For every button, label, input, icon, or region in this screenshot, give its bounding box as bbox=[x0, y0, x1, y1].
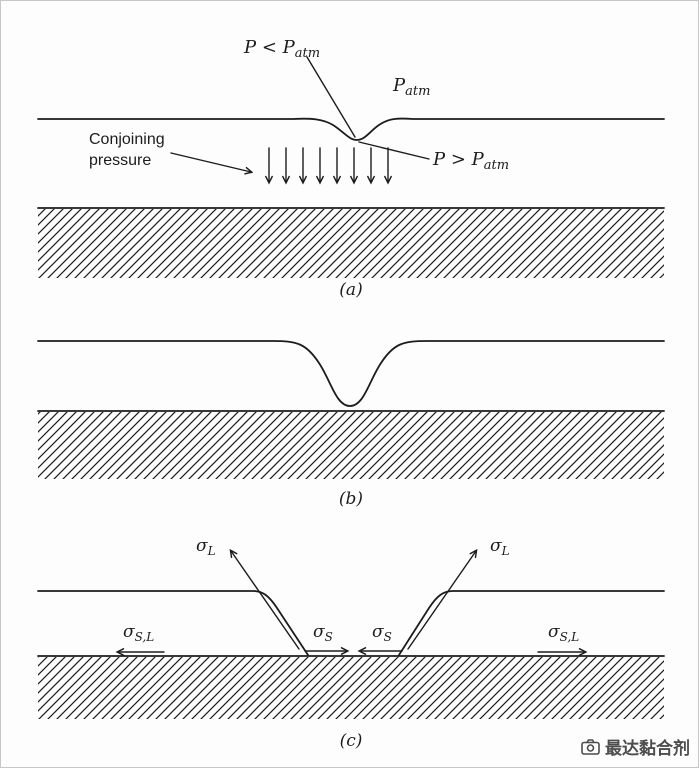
substrate-hatch bbox=[38, 209, 664, 278]
label-p-greater-than-patm: P > Patm bbox=[432, 149, 509, 173]
label-conjoining-line1: Conjoining bbox=[89, 131, 165, 148]
caption-b: (b) bbox=[339, 489, 363, 509]
substrate-c bbox=[37, 655, 665, 719]
sigma-l-arrow-left bbox=[231, 551, 300, 650]
label-p-atm: Patm bbox=[392, 75, 430, 99]
liquid-surface-a bbox=[37, 117, 665, 141]
label-sigma-s-left: σS bbox=[313, 622, 333, 644]
label-sigma-s-right: σS bbox=[372, 622, 392, 644]
label-sigma-l-left: σL bbox=[196, 536, 216, 558]
camera-icon bbox=[581, 738, 600, 755]
film-surface-right bbox=[398, 590, 665, 656]
caption-c: (c) bbox=[340, 731, 363, 751]
pointer-line-p-greater bbox=[358, 141, 430, 160]
substrate-a bbox=[37, 207, 665, 278]
film-surface-left bbox=[37, 590, 309, 656]
substrate-hatch bbox=[38, 412, 664, 479]
sigma-l-arrow-right bbox=[407, 551, 476, 650]
substrate-hatch bbox=[38, 657, 664, 719]
watermark-text: 最达黏合剂 bbox=[605, 739, 690, 758]
caption-a: (a) bbox=[339, 280, 362, 300]
label-sigma-l-right: σL bbox=[490, 536, 510, 558]
conjoining-leader-arrow bbox=[170, 152, 251, 172]
label-sigma-sl-right: σS,L bbox=[548, 622, 579, 644]
conjoining-pressure-arrows bbox=[269, 147, 388, 182]
substrate-b bbox=[37, 410, 665, 479]
watermark: 最达黏合剂 bbox=[581, 734, 690, 759]
panel-b: (b) bbox=[37, 340, 665, 509]
panel-a: P < Patm Patm P > Patm Conjoining pressu… bbox=[37, 37, 665, 300]
label-conjoining-line2: pressure bbox=[89, 152, 151, 169]
label-sigma-sl-left: σS,L bbox=[123, 622, 154, 644]
liquid-surface-b bbox=[37, 340, 665, 407]
label-p-less-than-patm: P < Patm bbox=[243, 37, 320, 61]
panel-c: σL σL σS σS σS,L σS,L (c) bbox=[37, 536, 665, 751]
pointer-line-p-less bbox=[306, 56, 356, 138]
